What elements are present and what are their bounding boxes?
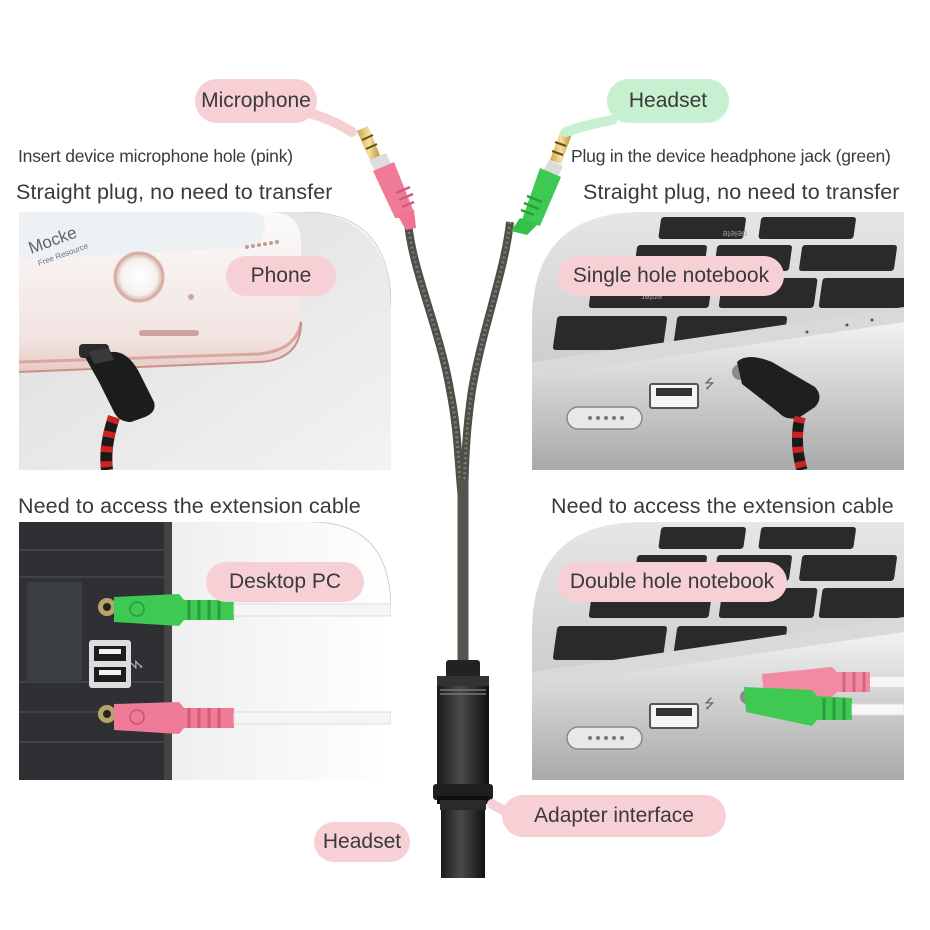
key-enter-label: enter xyxy=(641,292,662,302)
headset-bottom-label: Headset xyxy=(314,822,410,862)
adapter-socket xyxy=(433,660,493,804)
single-hole-notebook-label: Single hole notebook xyxy=(558,256,784,296)
phone-illustration: Mocke Free Resource xyxy=(19,212,391,470)
svg-text:⭍: ⭍ xyxy=(704,697,715,712)
phone-label: Phone xyxy=(226,256,336,296)
extension-left-caption: Need to access the extension cable xyxy=(18,494,361,518)
mic-instruction-caption: Insert device microphone hole (pink) xyxy=(18,146,293,166)
microphone-label: Microphone xyxy=(195,79,317,123)
adapter-interface-label: Adapter interface xyxy=(502,795,726,837)
straight-plug-left-caption: Straight plug, no need to transfer xyxy=(16,180,333,204)
phone-panel: Mocke Free Resource xyxy=(19,212,391,470)
bottom-headset-plug xyxy=(440,800,486,878)
svg-text:⭍: ⭍ xyxy=(130,659,145,670)
headset-instruction-caption: Plug in the device headphone jack (green… xyxy=(571,146,891,166)
single-hole-notebook-panel: delete enter ⭍ xyxy=(532,212,904,470)
notebook-single-illustration: delete enter ⭍ xyxy=(532,212,904,470)
usb-icon: ⭍ xyxy=(704,377,715,392)
desktop-pc-panel: ⭍ xyxy=(19,522,391,780)
straight-plug-right-caption: Straight plug, no need to transfer xyxy=(583,180,900,204)
headset-plug xyxy=(511,130,572,235)
desktop-pc-illustration: ⭍ xyxy=(19,522,391,780)
microphone-plug xyxy=(357,126,416,230)
double-hole-notebook-label: Double hole notebook xyxy=(557,562,787,602)
headset-top-label: Headset xyxy=(607,79,729,123)
extension-right-caption: Need to access the extension cable xyxy=(551,494,894,518)
desktop-pc-label: Desktop PC xyxy=(206,562,364,602)
key-delete-label: delete xyxy=(722,229,747,239)
